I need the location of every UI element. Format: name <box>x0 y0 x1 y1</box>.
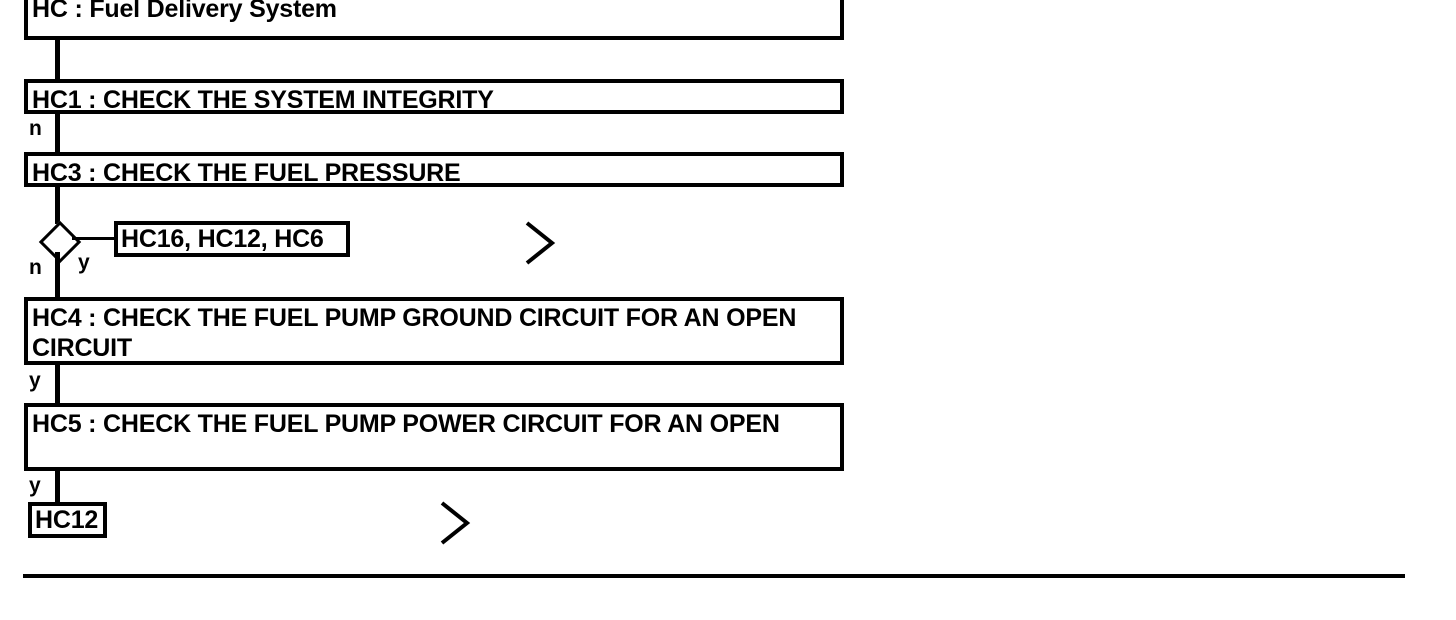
flowchart-node-label: HC : Fuel Delivery System <box>32 0 337 23</box>
branch-label-decision-no: n <box>29 256 42 279</box>
connector-decision-no <box>55 252 60 297</box>
connector-hc3-to-decision <box>55 186 60 224</box>
footer-divider <box>23 574 1405 578</box>
connector-hc4-to-hc5 <box>55 364 60 404</box>
connector-decision-yes <box>72 237 116 240</box>
flowchart-ref-hc12[interactable]: HC12 <box>28 502 107 538</box>
flowchart-node-hc4[interactable]: HC4 : CHECK THE FUEL PUMP GROUND CIRCUIT… <box>24 297 844 365</box>
decision-diamond[interactable] <box>38 220 82 264</box>
flowchart-node-label: HC1 : CHECK THE SYSTEM INTEGRITY <box>32 86 494 114</box>
flowchart-ref-label: HC12 <box>35 505 99 534</box>
flowchart-node-label: HC3 : CHECK THE FUEL PRESSURE <box>32 159 461 187</box>
connector-hc5-to-hc12 <box>55 470 60 508</box>
flowchart-ref-hc16-hc12-hc6[interactable]: HC16, HC12, HC6 <box>114 221 350 257</box>
chevron-right-icon[interactable] <box>437 499 471 547</box>
chevron-right-icon[interactable] <box>522 219 556 267</box>
flowchart-node-label: HC4 : CHECK THE FUEL PUMP GROUND CIRCUIT… <box>32 304 797 362</box>
flowchart-node-hc3[interactable]: HC3 : CHECK THE FUEL PRESSURE <box>24 152 844 187</box>
connector-hc1-to-hc3 <box>55 113 60 153</box>
branch-label-hc1-no: n <box>29 117 42 140</box>
branch-label-hc5-yes: y <box>29 474 41 497</box>
flowchart-node-label: HC5 : CHECK THE FUEL PUMP POWER CIRCUIT … <box>32 410 780 438</box>
flowchart-node-hc5[interactable]: HC5 : CHECK THE FUEL PUMP POWER CIRCUIT … <box>24 403 844 471</box>
branch-label-decision-yes: y <box>78 251 90 274</box>
connector-root-to-hc1 <box>55 40 60 80</box>
flowchart-ref-label: HC16, HC12, HC6 <box>121 224 324 253</box>
flowchart-node-hc-root[interactable]: HC : Fuel Delivery System <box>24 0 844 40</box>
flowchart-node-hc1[interactable]: HC1 : CHECK THE SYSTEM INTEGRITY <box>24 79 844 114</box>
diamond-shape-icon <box>38 220 82 264</box>
branch-label-hc4-yes: y <box>29 369 41 392</box>
